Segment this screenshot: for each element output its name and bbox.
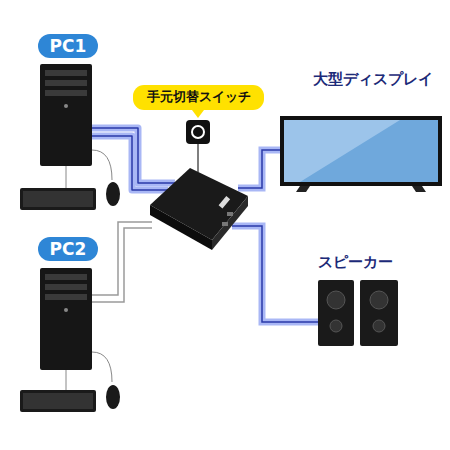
device-label: スピーカー [318, 253, 393, 272]
remote-switch [186, 120, 210, 144]
node-text: 手元切替スイッチ [147, 89, 251, 106]
pc2-keyboard [20, 352, 120, 412]
pc-badge: PC1 [38, 34, 98, 58]
remote-cable [197, 143, 199, 172]
pc2-tower [40, 268, 92, 370]
device-label: 大型ディスプレイ [313, 70, 433, 89]
speakers [318, 280, 398, 346]
pc1-keyboard [20, 150, 120, 210]
pc1-tower [40, 64, 92, 166]
speaker-wire [232, 226, 318, 322]
pc2-wire [92, 222, 152, 302]
bubble-pointer [192, 110, 204, 118]
pc-badge: PC2 [38, 237, 98, 261]
kvm-switch [150, 168, 248, 250]
display-wire [238, 150, 282, 188]
callout-bubble: 手元切替スイッチ [133, 85, 264, 110]
node-text: PC2 [50, 239, 87, 259]
pc1-wire [92, 128, 175, 190]
large-display [280, 116, 442, 192]
node-text: PC1 [50, 36, 87, 56]
